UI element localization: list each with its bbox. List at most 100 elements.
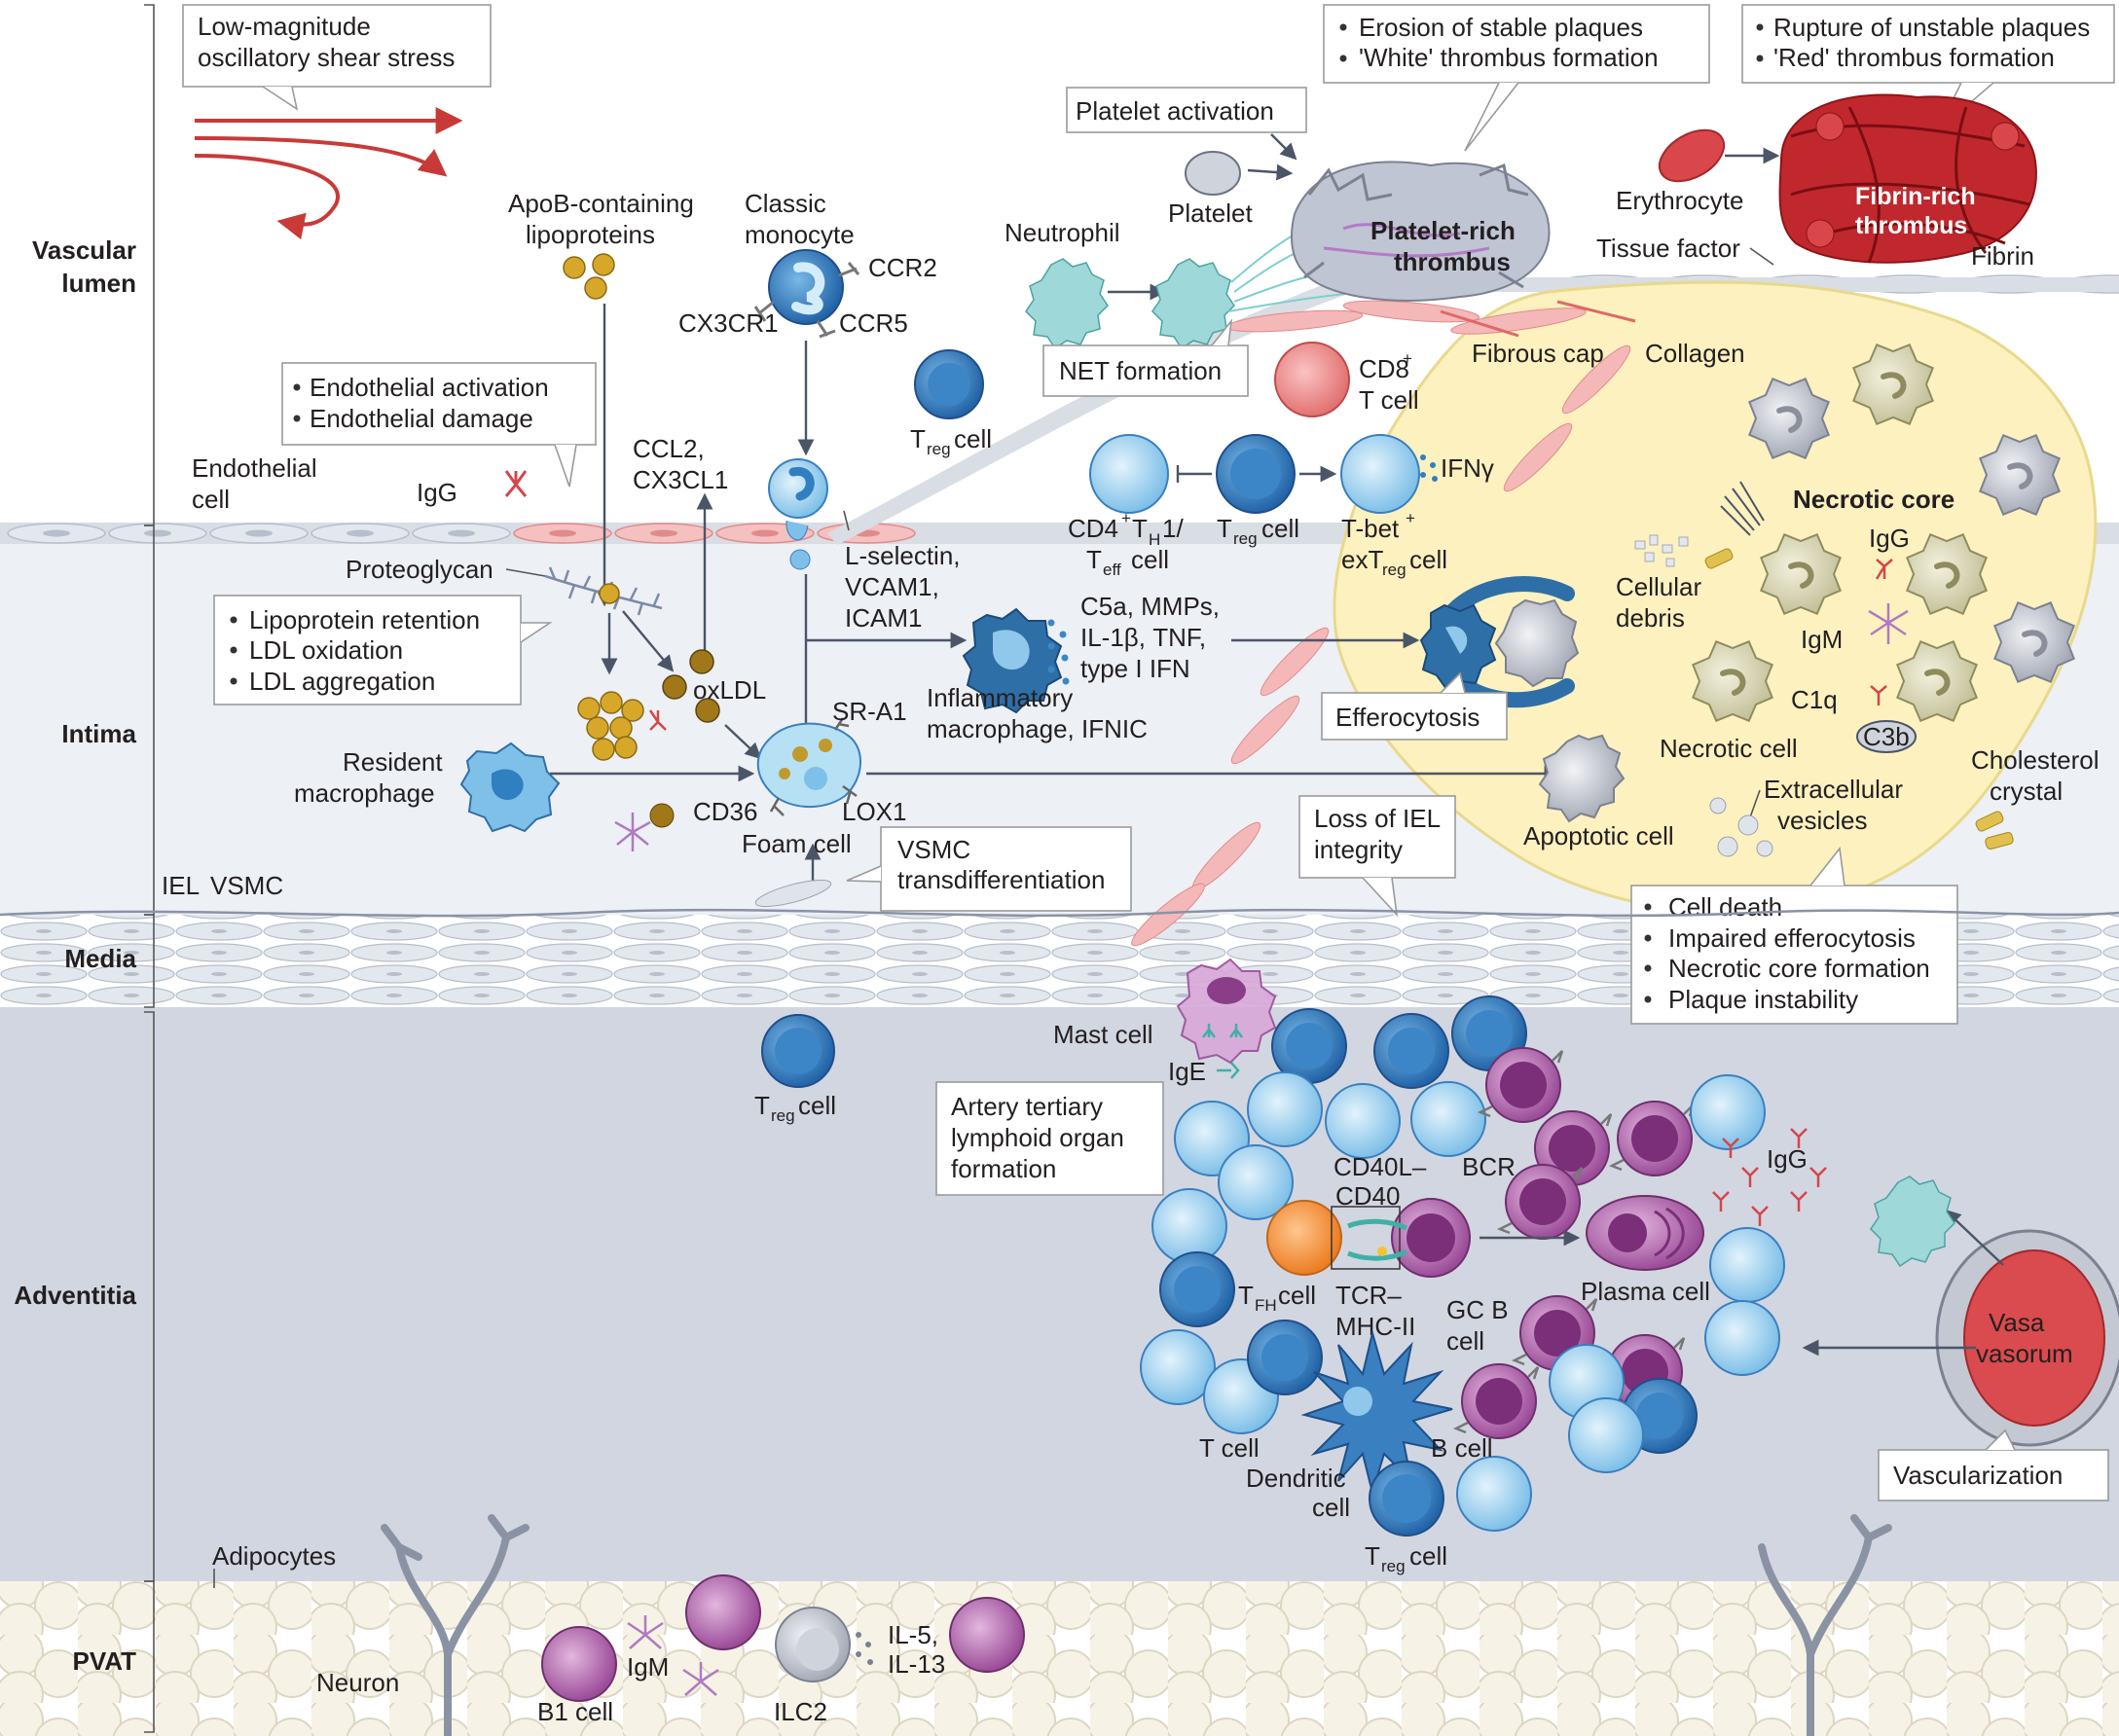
platelet (1185, 151, 1241, 196)
callout-cell-death: Cell death Impaired efferocytosis Necrot… (1630, 847, 1958, 1025)
cholesterol-crystals (1975, 811, 2014, 850)
callout-platelet-activation: Platelet activation (1066, 87, 1307, 133)
label-tfh: T (1238, 1281, 1254, 1310)
label-collagen: Collagen (1645, 339, 1745, 368)
label-platelet-thrombus-1: Platelet-rich (1370, 216, 1516, 245)
necrotic-cell (1852, 344, 1934, 425)
label-apob-2: lipoproteins (526, 220, 655, 249)
tfh-cell (1266, 1200, 1342, 1276)
svg-text:T: T (1132, 514, 1148, 543)
label-cholesterol-1: Cholesterol (1971, 745, 2100, 775)
cytokine-dots (1047, 619, 1070, 685)
label-ilc2: ILC2 (774, 1697, 827, 1726)
label-ccl2-1: CCL2, (633, 434, 705, 463)
label-b1: B1 cell (537, 1697, 613, 1726)
svg-text:Loss of IEL: Loss of IEL (1314, 804, 1441, 833)
svg-text:cell: cell (1278, 1281, 1316, 1310)
label-endothelial-cell-1: Endothelial (192, 453, 317, 483)
label-erythrocyte: Erythrocyte (1616, 186, 1744, 215)
vsmc-cell (754, 879, 832, 908)
label-platelet: Platelet (1168, 199, 1253, 228)
t-cell (1325, 1083, 1401, 1159)
svg-text:Necrotic core formation: Necrotic core formation (1668, 954, 1930, 983)
label-il5-2: IL-13 (888, 1649, 945, 1679)
igm-pvat (627, 1615, 719, 1696)
t-cell (1709, 1227, 1785, 1303)
label-foam-cell: Foam cell (742, 829, 852, 858)
svg-text:LDL oxidation: LDL oxidation (249, 635, 403, 665)
foam-cell (756, 717, 861, 816)
label-treg-intima: T (1217, 514, 1232, 543)
label-igg-lumen: IgG (417, 478, 457, 507)
mast-cell (1176, 958, 1277, 1065)
label-tcr-2: MHC-II (1335, 1312, 1415, 1341)
svg-text:cell: cell (1409, 1541, 1447, 1571)
label-cytokines-3: type I IFN (1080, 654, 1190, 683)
label-cellular-debris-1: Cellular (1616, 572, 1701, 601)
b1-cell (541, 1626, 617, 1702)
treg-cell-intima (1216, 434, 1296, 514)
synapse-box (1331, 1206, 1401, 1270)
label-classic-monocyte-1: Classic (745, 189, 826, 218)
label-treg-lumen: T (910, 424, 926, 453)
label-dendritic-2: cell (1312, 1493, 1350, 1522)
inflammatory-macrophage (962, 607, 1063, 714)
label-plasma: Plasma cell (1581, 1277, 1710, 1306)
treg-cell-adventitia (761, 1014, 835, 1088)
layer-axis: Vascular lumen Intima Media Adventitia P… (14, 4, 155, 1733)
t-cell (1704, 1300, 1780, 1376)
label-ccr5: CCR5 (839, 308, 908, 338)
label-ev-2: vesicles (1777, 806, 1867, 835)
label-vasa-1: Vasa (1989, 1308, 2045, 1337)
dendritic-cell (1300, 1329, 1453, 1497)
fibrous-cap (1131, 300, 1636, 947)
fibrin-rich-thrombus (1778, 93, 2037, 264)
svg-text:cell: cell (1131, 545, 1169, 574)
svg-text:LDL aggregation: LDL aggregation (249, 667, 435, 696)
label-resident-mac-2: macrophage (294, 778, 435, 808)
svg-text:reg: reg (1382, 561, 1407, 579)
gc-b-cell (1391, 1198, 1471, 1278)
tlo-cluster (1140, 995, 1785, 1532)
label-c1q: C1q (1791, 685, 1838, 714)
t-cell (1690, 1074, 1766, 1150)
svg-text:+: + (1403, 349, 1412, 368)
svg-text:FH: FH (1255, 1296, 1277, 1315)
svg-text:Impaired efferocytosis: Impaired efferocytosis (1668, 923, 1916, 953)
svg-text:Rupture of unstable plaques: Rupture of unstable plaques (1773, 13, 2090, 42)
label-cd36: CD36 (693, 797, 757, 826)
svg-text:+: + (1121, 509, 1131, 527)
t-cell (1247, 1071, 1323, 1147)
label-gcb-1: GC B (1446, 1295, 1509, 1324)
pvat-b-cell (685, 1574, 1025, 1673)
neutrophil-adventitia (1870, 1175, 1955, 1268)
callout-tlo: Artery tertiary lymphoid organ formation (935, 1081, 1164, 1196)
label-fibrin: Fibrin (1971, 241, 2034, 271)
igm-core (1868, 603, 1909, 644)
svg-text:Low-magnitude: Low-magnitude (198, 12, 371, 41)
shear-stress-arrows (194, 107, 463, 240)
label-dendritic-1: Dendritic (1246, 1464, 1346, 1493)
label-inflammatory-mac-2: macrophage, IFNIC (927, 714, 1148, 743)
label-cytokines-1: C5a, MMPs, (1080, 592, 1220, 621)
apoptotic-cell-core (1748, 378, 1830, 459)
igg-intima (648, 709, 667, 731)
neutrophil-net (1151, 218, 1364, 350)
necrotic-cell (1692, 640, 1773, 722)
label-igg-core: IgG (1869, 524, 1910, 553)
label-cd4: CD4 (1068, 514, 1118, 543)
label-sra1: SR-A1 (832, 697, 907, 726)
svg-text:Plaque instability: Plaque instability (1668, 985, 1858, 1014)
necrotic-cell (1896, 640, 1978, 722)
svg-text:'White' thrombus formation: 'White' thrombus formation (1359, 43, 1659, 72)
apoptotic-cell (1538, 734, 1626, 823)
label-lox1: LOX1 (842, 797, 907, 826)
platelet-rich-thrombus (1291, 161, 1551, 302)
label-igm-core: IgM (1801, 625, 1843, 654)
svg-text:NET formation: NET formation (1059, 356, 1222, 385)
igg-antibody (504, 470, 528, 497)
label-apob-1: ApoB-containing (508, 189, 694, 218)
label-cholesterol-2: crystal (1990, 777, 2063, 806)
t-cell (1456, 1456, 1532, 1532)
